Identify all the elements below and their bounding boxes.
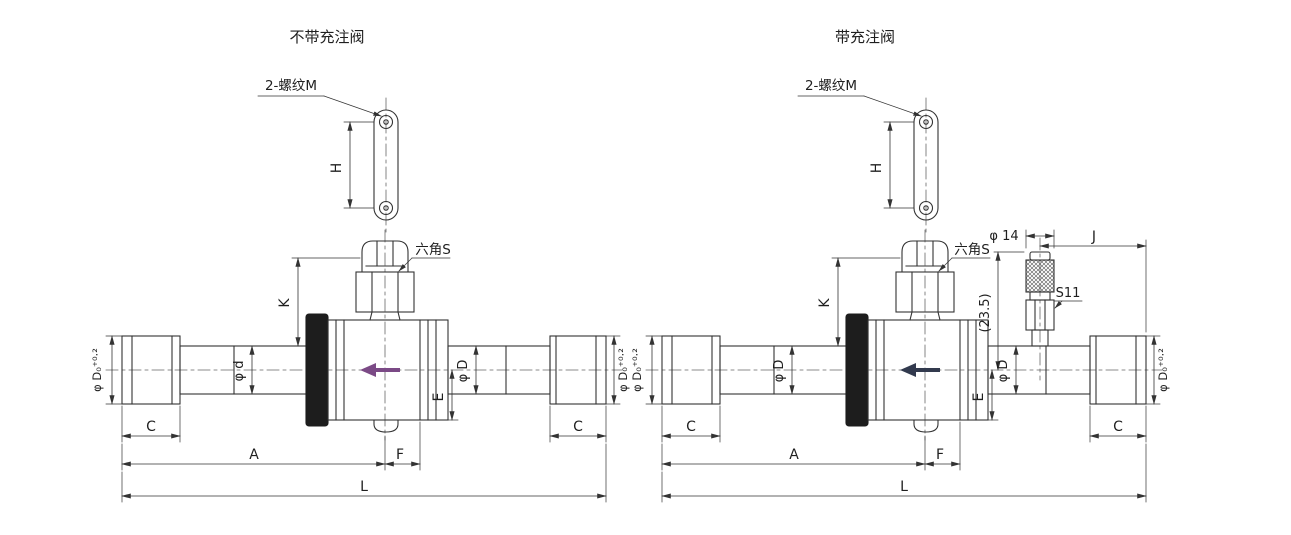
valve-right-geometry [646,96,1162,502]
right-dim-H: H [869,163,885,174]
left-dim-F: F [396,447,404,463]
right-dim-phi-D-right: φ D [996,360,1011,383]
charging-valve-hex-label: S11 [1056,286,1081,301]
left-thread-label: 2-螺纹M [265,78,317,94]
left-dim-E: E [431,393,447,402]
right-dim-F: F [936,447,944,463]
charging-valve-dim-J: J [1091,229,1096,245]
right-title: 带充注阀 [835,28,895,46]
left-dim-C-left: C [146,419,156,435]
left-dim-H: H [329,163,345,174]
charging-valve-diameter-label: φ 14 [989,229,1018,244]
valve-left-annotations: 不带充注阀 2-螺纹M 六角S H K φ d φ D E φ D₀⁺⁰·² φ… [90,28,630,495]
left-dim-phi-D0-left: φ D₀⁺⁰·² [90,348,104,392]
right-dim-C-right: C [1113,419,1123,435]
charging-valve-height-label: (23.5) [978,293,993,332]
right-dim-E: E [971,393,987,402]
left-dim-C-right: C [573,419,583,435]
right-dim-phi-D0-left: φ D₀⁺⁰·² [630,348,644,392]
left-dim-L: L [360,479,368,495]
flow-arrow-right-head [900,363,916,377]
right-dim-C-left: C [686,419,696,435]
right-dim-A: A [789,447,799,463]
flow-arrow-right [900,363,940,377]
left-title: 不带充注阀 [289,28,364,46]
flow-arrow-left-head [360,363,376,377]
left-dim-phi-D0-right: φ D₀⁺⁰·² [616,348,630,392]
flow-arrow-left [360,363,400,377]
right-hex-label: 六角S [954,242,990,258]
left-dim-K: K [277,298,293,308]
left-dim-A: A [249,447,259,463]
right-dim-phi-D-left: φ D [772,360,787,383]
valve-left-geometry [106,96,622,502]
right-dim-L: L [900,479,908,495]
left-hex-label: 六角S [415,242,451,258]
right-thread-label: 2-螺纹M [805,78,857,94]
left-dim-phi-D: φ D [456,360,471,383]
charging-valve-geometry [993,229,1147,381]
valve-right-annotations: 带充注阀 2-螺纹M 六角S H K φ D φ D E φ D₀⁺⁰·² φ … [630,28,1170,495]
left-dim-phi-d: φ d [232,361,247,382]
right-dim-phi-D0-right: φ D₀⁺⁰·² [1156,348,1170,392]
right-dim-K: K [817,298,833,308]
